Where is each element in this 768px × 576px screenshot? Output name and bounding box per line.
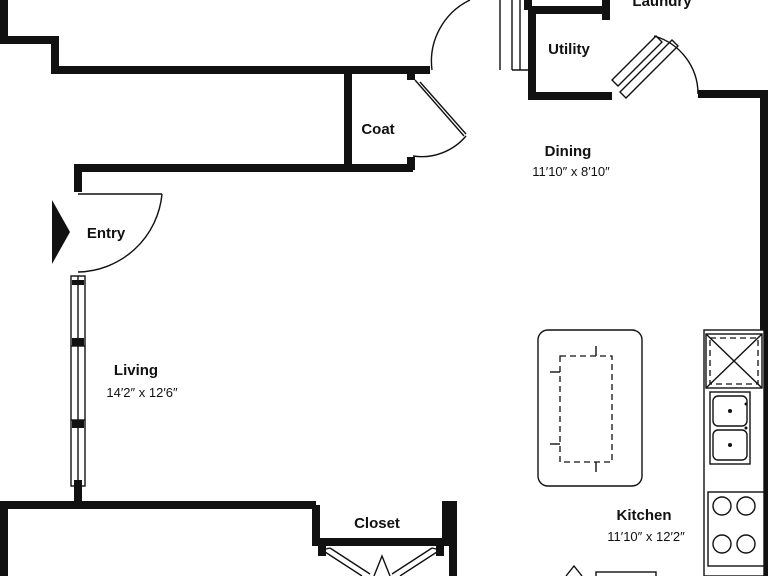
utility-bifold-door [611, 35, 663, 87]
kitchen-dimensions: 11′10″ x 12′2″ [607, 529, 685, 544]
burner-2 [736, 496, 756, 516]
burner-1 [712, 496, 732, 516]
range [707, 491, 765, 567]
refrigerator-cross-2 [705, 333, 763, 389]
coat-door-leaf [414, 79, 465, 137]
wall-living-top [74, 164, 348, 192]
closet-door-pivot [373, 554, 391, 576]
window-sill-3 [72, 420, 84, 428]
bedroom-door-swing [430, 0, 471, 71]
entry-arrow-icon [52, 200, 70, 264]
coat-door-jamb-top [407, 70, 415, 80]
entry-label: Entry [87, 225, 126, 242]
closet-bifold-left [321, 547, 371, 576]
closet-jamb-left [318, 542, 326, 556]
coat-door-jamb-bottom [407, 157, 415, 170]
dining-dimensions: 11′10″ x 8′10″ [532, 164, 610, 179]
laundry-label: Laundry [632, 0, 692, 10]
utility-bifold-door-2 [619, 39, 679, 99]
wall-top-left [0, 0, 430, 74]
island-counter [537, 329, 643, 487]
closet-label: Closet [354, 515, 400, 532]
kitchen-label: Kitchen [616, 507, 671, 524]
kitchen-counter [565, 329, 765, 576]
closet-bifold-right [391, 547, 441, 576]
coat-door-swing [412, 135, 467, 158]
closet-jamb-right [436, 542, 444, 556]
wall-laundry [524, 0, 610, 10]
utility-label: Utility [548, 41, 590, 58]
coat-label: Coat [361, 121, 394, 138]
utility-door-swing [653, 35, 699, 95]
kitchen-counter-lower [595, 571, 657, 576]
coat-door-leaf-2 [419, 81, 467, 135]
window-sill-2 [72, 338, 84, 346]
kitchen-door-pivot [565, 564, 583, 576]
room-labels: Laundry Utility Coat Dining 11′10″ x 8′1… [87, 0, 692, 544]
wall-coat-closet [344, 70, 413, 172]
wall-utility-top [532, 6, 610, 20]
wall-utility [528, 8, 612, 100]
sink-drain-2 [728, 443, 732, 447]
living-window [70, 275, 86, 487]
island-cabinet-outline [559, 355, 613, 463]
sink-drain-1 [728, 409, 732, 413]
burner-3 [712, 534, 732, 554]
window-sill-1 [72, 280, 84, 285]
doors [52, 0, 699, 576]
living-label: Living [114, 362, 158, 379]
refrigerator-inner [709, 337, 759, 385]
living-dimensions: 14′2″ x 12′6″ [106, 385, 178, 400]
dining-label: Dining [545, 143, 592, 160]
kitchen-island [537, 329, 643, 487]
entry-door-swing [77, 193, 163, 273]
faucet-1 [744, 402, 748, 406]
wall-closet [312, 501, 457, 576]
faucet-2 [744, 426, 748, 430]
wall-entry-stub [0, 480, 82, 576]
burner-4 [736, 534, 756, 554]
